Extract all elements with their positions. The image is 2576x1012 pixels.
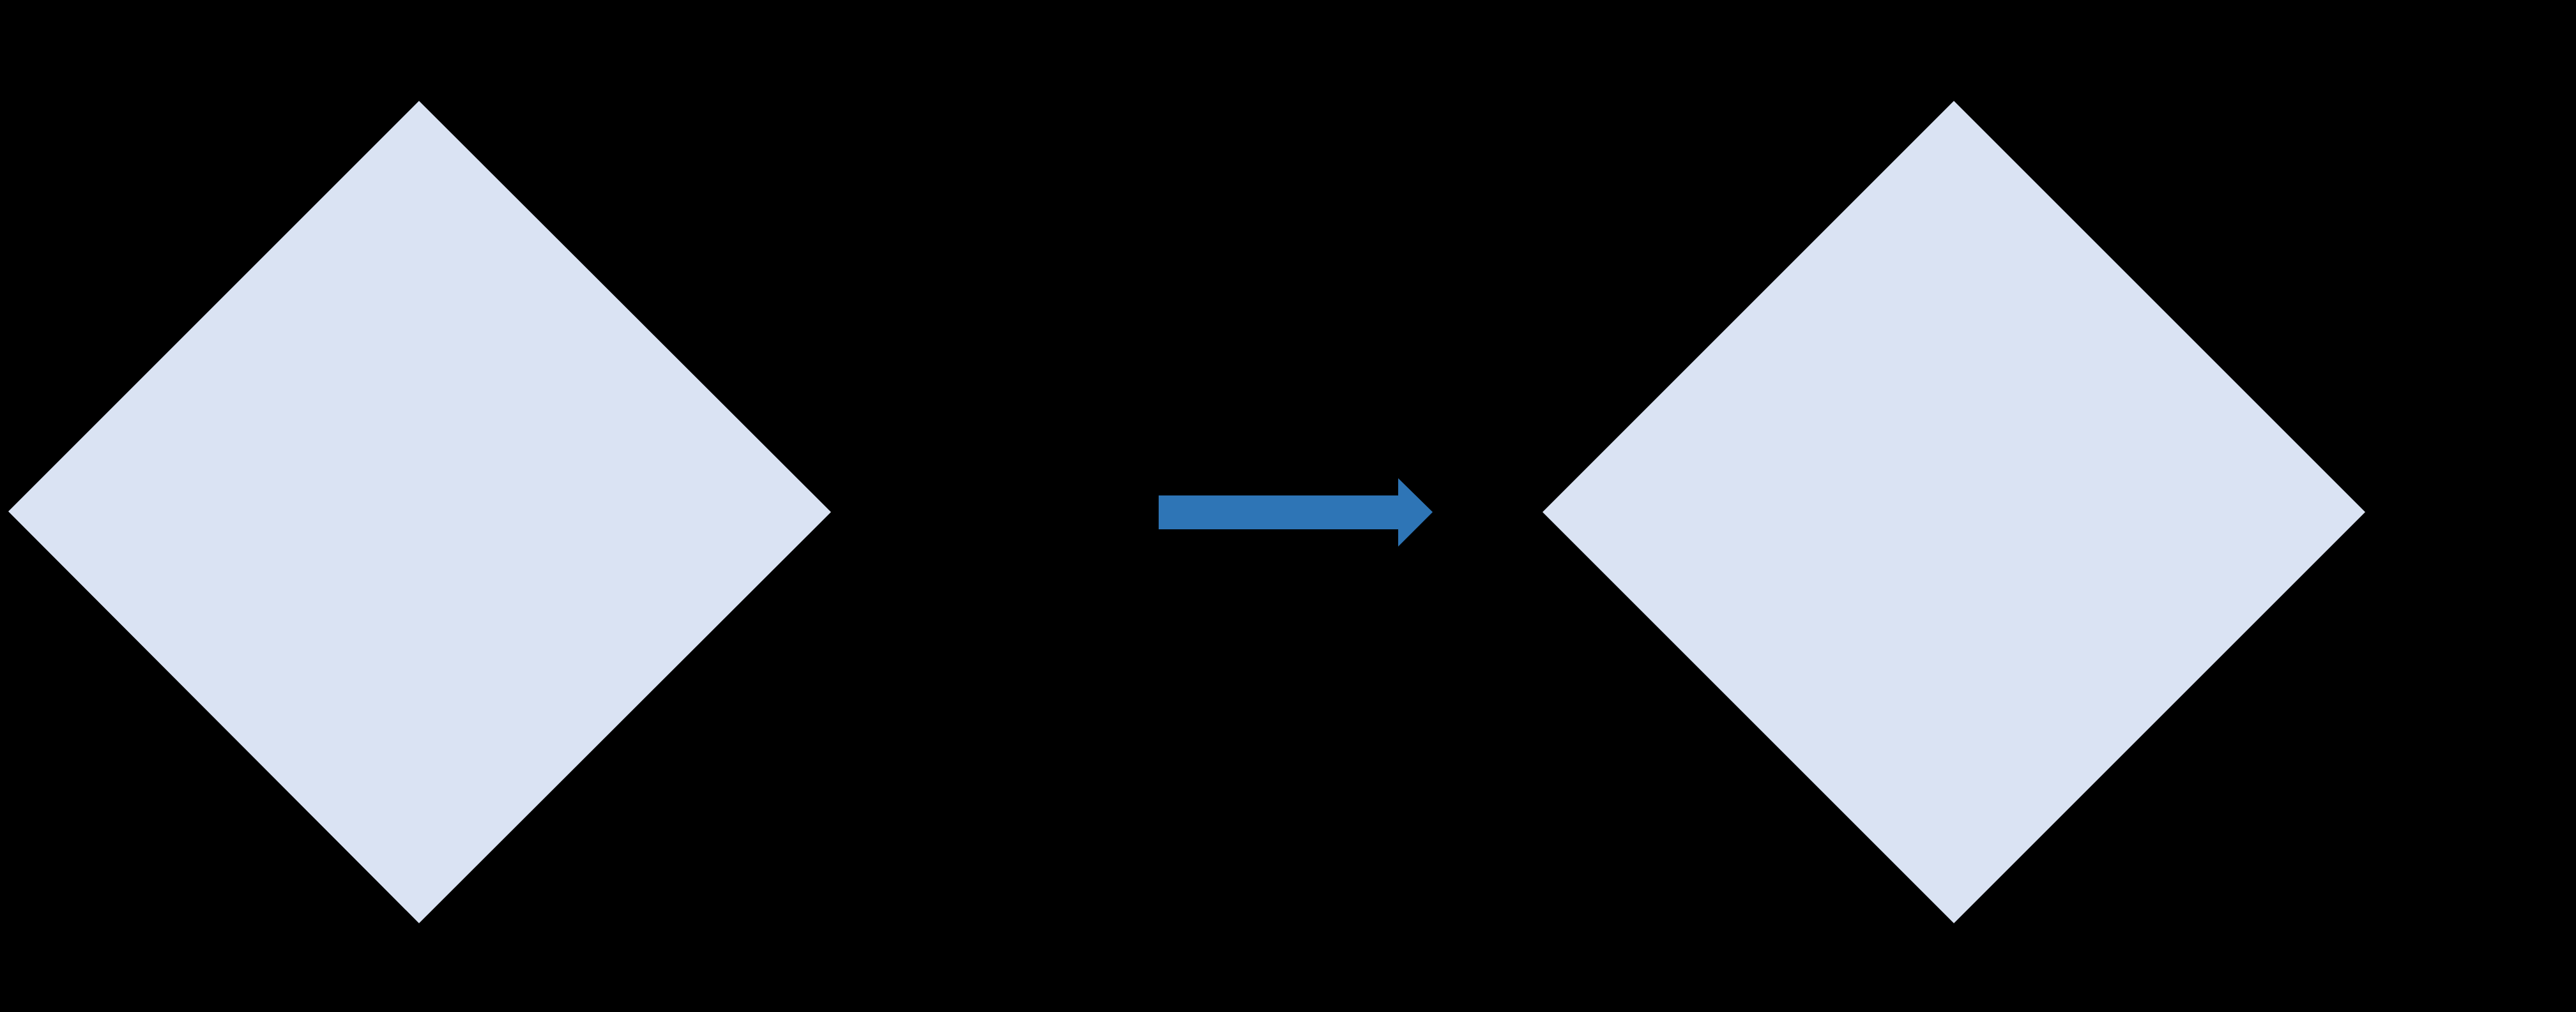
- right-diamond-shape: [1543, 101, 2365, 923]
- right-arrow-shape: [1159, 478, 1433, 547]
- left-diamond-shape: [8, 101, 831, 923]
